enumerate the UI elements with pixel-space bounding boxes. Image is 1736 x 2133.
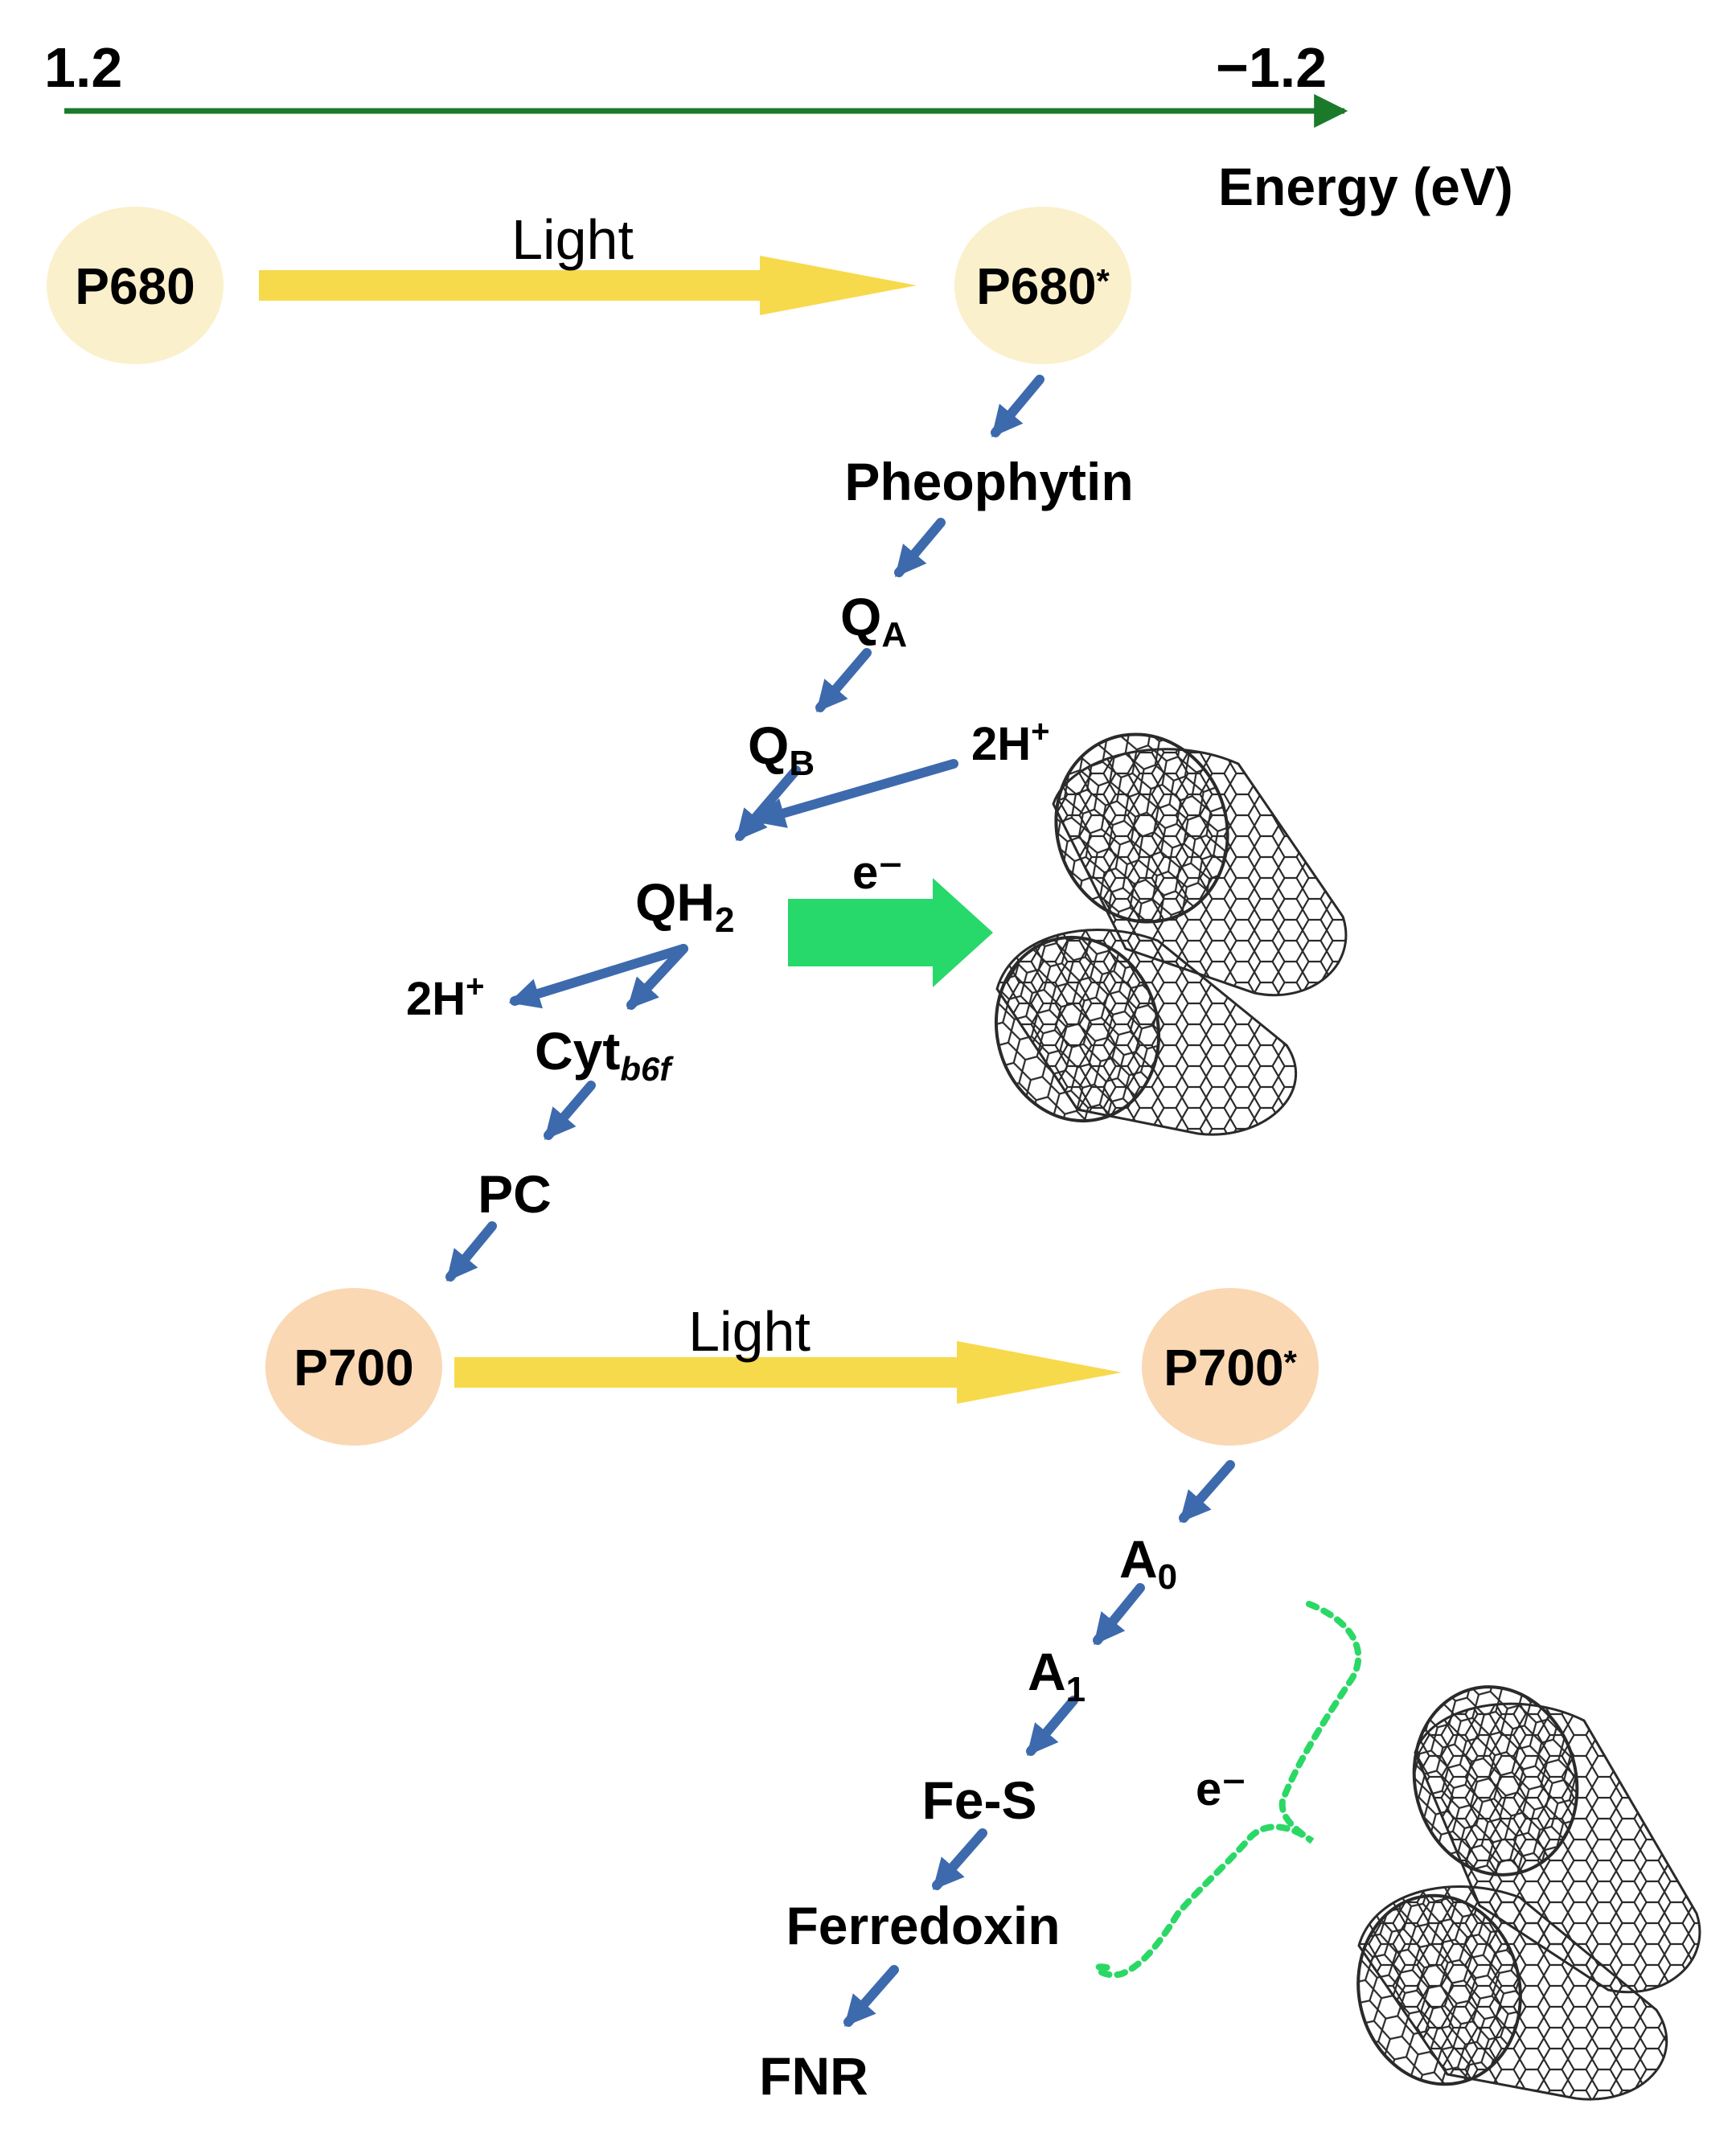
p700-excited-node	[1142, 1288, 1319, 1446]
energy-axis-left-value: 1.2	[44, 36, 122, 99]
arrow-qb-to-qh2	[735, 765, 801, 841]
upper-electron-transfer-arrow	[788, 878, 993, 987]
arrow-a0-to-a1	[1093, 1583, 1145, 1645]
p680-excited-node	[954, 207, 1131, 364]
p700-node	[265, 1288, 442, 1446]
energy-axis-right-value: −1.2	[1216, 36, 1327, 99]
photosystem-i: P700 Light P700*	[265, 1288, 1319, 1446]
pheophytin-label: Pheophytin	[844, 452, 1133, 511]
lower-nanotube-front-opening	[1356, 1893, 1522, 2086]
a1-label: A1	[1028, 1642, 1086, 1709]
light-label-ps1: Light	[688, 1300, 811, 1363]
psi-electron-chain	[843, 1460, 1235, 2027]
light-arrow-ps1	[454, 1341, 1122, 1404]
qa-label: QA	[840, 587, 907, 654]
upper-nanotube-icon	[994, 732, 1348, 1136]
proton-in-label: 2H+	[971, 714, 1050, 770]
energy-axis-label: Energy (eV)	[1218, 157, 1513, 216]
lower-dotted-transfer-path	[1094, 1601, 1362, 1979]
qb-label: QB	[748, 716, 815, 783]
lower-nanotube-back-opening	[1412, 1685, 1579, 1877]
lower-nanotube-icon	[1356, 1685, 1701, 2101]
a0-label: A0	[1119, 1529, 1177, 1597]
upper-nanotube-front-opening	[994, 935, 1161, 1123]
light-arrow-ps2	[259, 256, 917, 315]
arrow-a1-to-fes	[1026, 1696, 1078, 1756]
arrow-ferredoxin-to-fnr	[843, 1965, 899, 2027]
arrow-cyt-to-pc	[544, 1081, 596, 1140]
p680-excited-label: P680*	[976, 257, 1110, 315]
pc-label: PC	[478, 1164, 552, 1224]
arrow-fes-to-ferredoxin	[932, 1828, 987, 1890]
arrow-p700-to-a0	[1179, 1460, 1235, 1523]
upper-electron-label: e⁻	[852, 847, 903, 899]
p680-node	[47, 207, 224, 364]
psii-electron-chain	[445, 375, 1044, 1282]
arrow-p680-to-pheophytin	[991, 375, 1044, 437]
upper-nanotube-back-opening	[1054, 732, 1229, 924]
p700-label: P700	[293, 1339, 413, 1397]
p680-label: P680	[75, 257, 195, 315]
energy-axis: 1.2 −1.2 Energy (eV)	[44, 36, 1513, 216]
arrow-pc-to-p700	[445, 1221, 497, 1282]
arrow-qh2-to-proton-out	[508, 944, 688, 1009]
fnr-label: FNR	[759, 2046, 868, 2106]
proton-out-label: 2H+	[406, 969, 485, 1025]
photosystem-ii: P680 Light P680*	[47, 207, 1131, 364]
lower-electron-label: e⁻	[1196, 1763, 1246, 1815]
fes-label: Fe-S	[921, 1770, 1036, 1830]
light-label-ps2: Light	[511, 208, 634, 271]
qh2-label: QH2	[635, 872, 734, 940]
arrow-pheophytin-to-qa	[894, 518, 946, 577]
arrow-proton-in-to-qh2	[753, 759, 958, 828]
ferredoxin-label: Ferredoxin	[786, 1896, 1060, 1955]
p700-excited-label: P700*	[1163, 1339, 1297, 1397]
arrow-qa-to-qb	[815, 648, 872, 712]
arrow-qh2-to-cyt	[626, 944, 688, 1010]
cyt-b6f-label: Cytb6f	[535, 1021, 674, 1088]
